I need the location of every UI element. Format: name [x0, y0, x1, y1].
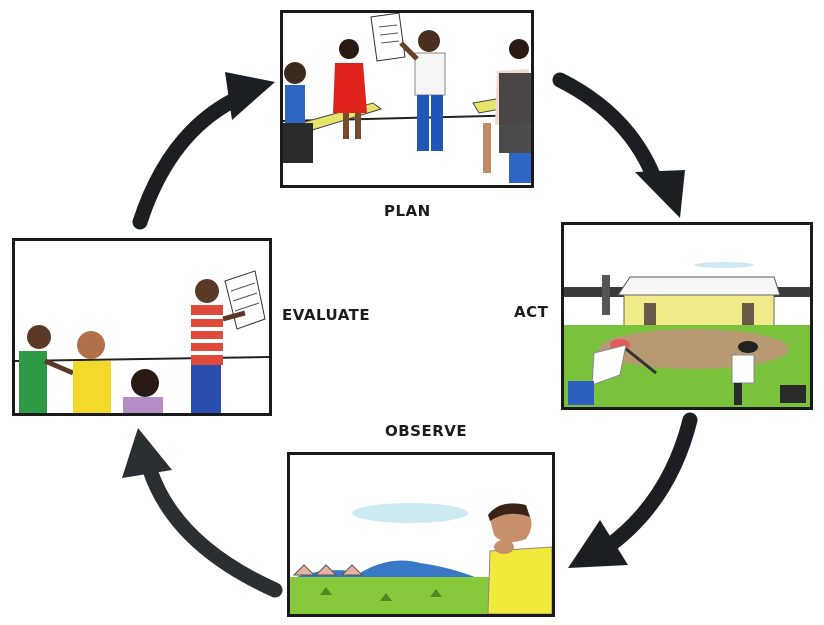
- evaluate-label: EVALUATE: [282, 306, 371, 324]
- arrow-observe-to-evaluate: [122, 428, 283, 598]
- act-illustration: [564, 225, 810, 407]
- observe-label: OBSERVE: [385, 422, 468, 440]
- plan-illustration: [283, 13, 531, 185]
- arrow-evaluate-to-plan: [132, 72, 275, 230]
- act-panel: [561, 222, 813, 410]
- plan-label: PLAN: [384, 202, 431, 220]
- evaluate-illustration: [15, 241, 269, 413]
- observe-panel: [287, 452, 555, 617]
- evaluate-panel: [12, 238, 272, 416]
- arrow-plan-to-act: [552, 72, 685, 218]
- act-label: ACT: [514, 303, 549, 321]
- arrow-act-to-observe: [568, 412, 698, 568]
- plan-panel: [280, 10, 534, 188]
- observe-illustration: [290, 455, 552, 614]
